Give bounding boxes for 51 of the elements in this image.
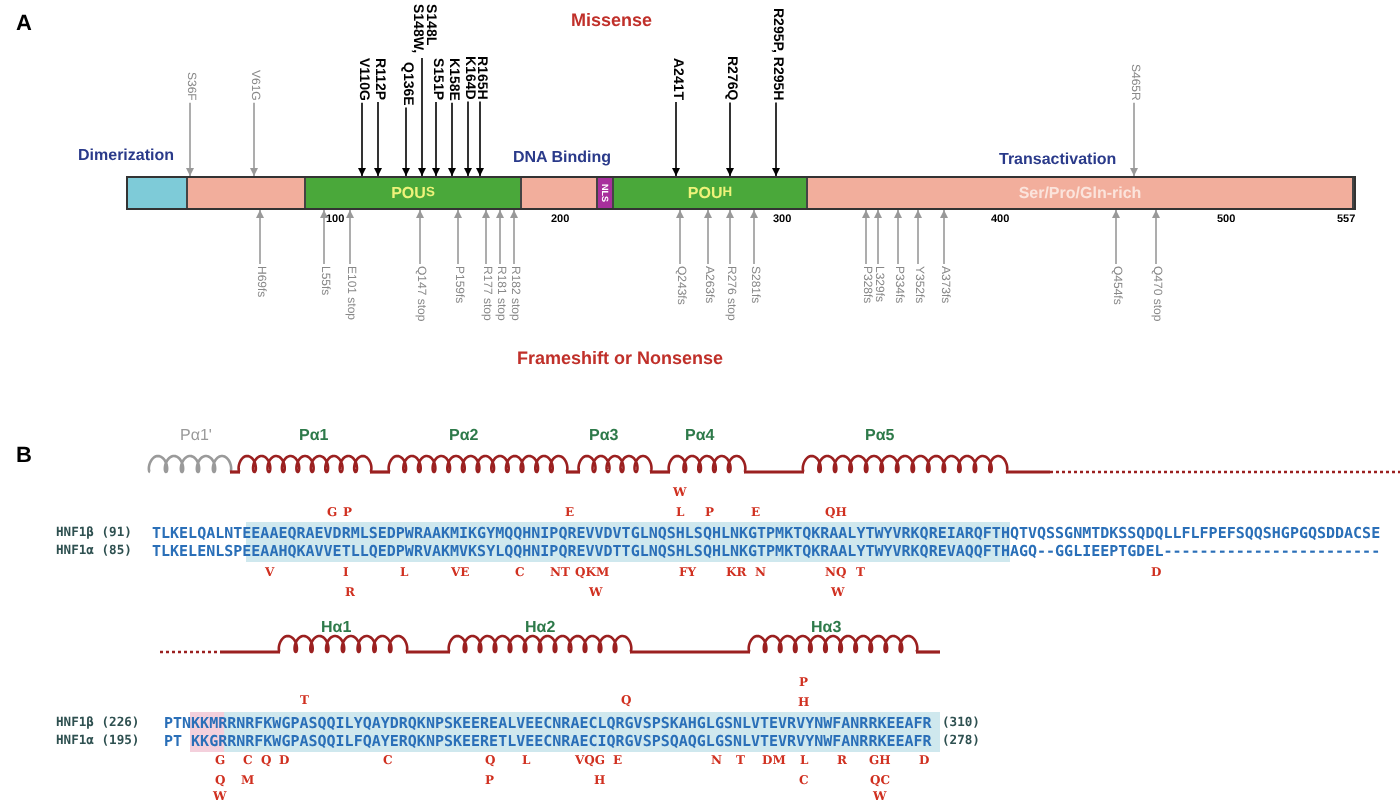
leader-arrow bbox=[874, 209, 882, 265]
leader-arrow bbox=[1112, 209, 1120, 265]
leader-arrow bbox=[374, 101, 382, 177]
region-label: Dimerization bbox=[78, 147, 175, 165]
leader-arrow bbox=[772, 101, 780, 177]
leader-arrow bbox=[894, 209, 902, 265]
leader-arrow bbox=[1152, 209, 1160, 265]
leader-arrow bbox=[940, 209, 948, 265]
helix-label: Hα1 bbox=[321, 619, 352, 637]
protein-bar bbox=[126, 176, 1356, 210]
helix-label: Pα1' bbox=[180, 427, 212, 445]
leader-arrow bbox=[672, 101, 680, 177]
leader-arrow bbox=[448, 102, 456, 177]
leader-arrow bbox=[432, 101, 440, 177]
helix-label: Pα5 bbox=[865, 427, 895, 445]
leader-arrow bbox=[496, 209, 504, 265]
helix-label: Hα2 bbox=[525, 619, 556, 637]
category-title: Frameshift or Nonsense bbox=[517, 350, 724, 370]
leader-arrow bbox=[358, 102, 366, 177]
leader-arrow bbox=[186, 101, 194, 177]
leader-arrow bbox=[726, 101, 734, 177]
leader-arrow bbox=[862, 209, 870, 265]
leader-arrow bbox=[476, 100, 484, 177]
domain-segment bbox=[128, 178, 188, 208]
helix-label: Pα1 bbox=[299, 427, 329, 445]
panel-label: B bbox=[16, 444, 32, 469]
category-title: Missense bbox=[571, 12, 653, 32]
leader-arrow bbox=[346, 209, 354, 265]
leader-arrow bbox=[1130, 101, 1138, 177]
leader-arrow bbox=[402, 106, 410, 177]
leader-arrow bbox=[416, 209, 424, 265]
leader-arrow bbox=[482, 209, 490, 265]
helix-label: Hα3 bbox=[811, 619, 842, 637]
leader-arrow bbox=[464, 100, 472, 177]
leader-arrow bbox=[510, 209, 518, 265]
panel-label: A bbox=[16, 12, 32, 37]
leader-arrow bbox=[914, 209, 922, 265]
leader-arrow bbox=[750, 209, 758, 265]
leader-arrow bbox=[320, 209, 328, 265]
helix-label: Pα3 bbox=[589, 427, 619, 445]
leader-arrow bbox=[256, 209, 264, 265]
leader-arrow bbox=[454, 209, 462, 265]
leader-arrow bbox=[726, 209, 734, 265]
leader-arrow bbox=[250, 101, 258, 177]
helix-label: Pα4 bbox=[685, 427, 715, 445]
leader-arrow bbox=[418, 57, 426, 177]
leader-arrow bbox=[704, 209, 712, 265]
leader-arrow bbox=[676, 209, 684, 265]
region-label: DNA Binding bbox=[513, 149, 612, 167]
region-label: Transactivation bbox=[999, 151, 1117, 169]
helix-label: Pα2 bbox=[449, 427, 479, 445]
